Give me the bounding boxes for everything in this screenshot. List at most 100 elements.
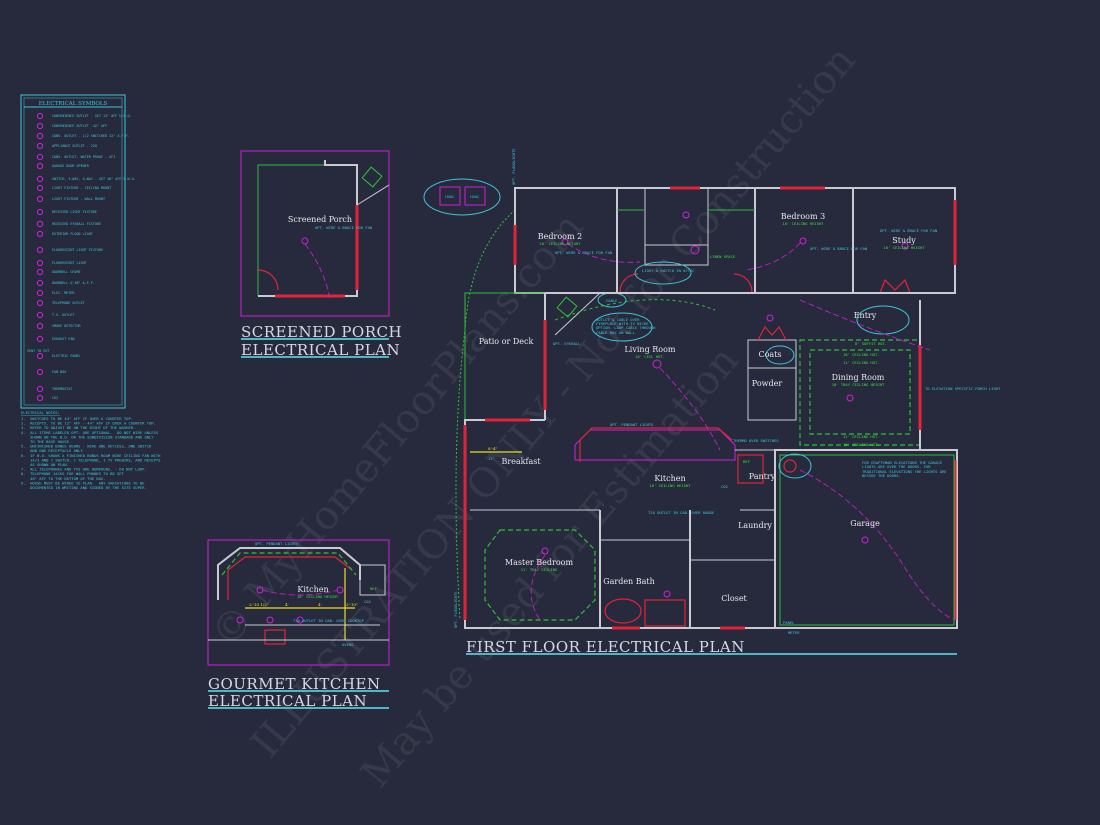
hvac-label-2: HVAC xyxy=(470,194,479,199)
kitchen-detail-co2: CO2 xyxy=(364,599,371,604)
legend-symbol-icon xyxy=(36,385,44,393)
note-line: DOCUMENTED IN WRITING AND SIGNED BY THE … xyxy=(21,485,147,490)
garage-note: FOR CRAFTSMAN ELEVATIONS THE GARAGE LIGH… xyxy=(862,461,947,479)
note-line: 3. REFER TO ADJUST BE ON THE RIGHT OF TH… xyxy=(21,425,135,430)
room-label-screened-porch: Screened Porch xyxy=(288,215,352,224)
legend-item: LIGHT FIXTURE - WALL MOUNT xyxy=(52,197,105,201)
breakfast-dim-2: 12" xyxy=(488,456,495,461)
room-label: Closet xyxy=(721,594,747,603)
legend-symbol-icon xyxy=(36,184,44,192)
legend-symbol-icon xyxy=(36,195,44,203)
note-line: TO THE BASE HOUSE. xyxy=(21,439,71,444)
legend-item: FLUORESCENT LIGHT xyxy=(52,261,87,265)
kitchen-detail-pendant: OPT. PENDANT LIGHTS xyxy=(255,541,299,546)
room-ceiling-note: 11' TRAY CEILING xyxy=(521,567,558,572)
eyeball-note: OPT. EYEBALL xyxy=(553,341,581,346)
room-label: Laundry xyxy=(738,521,772,530)
legend-symbol-icon xyxy=(36,208,44,216)
svg-text:ILLUSTRATION ONLY - Not for Co: ILLUSTRATION ONLY - Not for Construction xyxy=(242,37,864,766)
soffit-note-3: 11' CEILING HGT. xyxy=(843,360,880,365)
room-ceiling-note: 10' CEILING HEIGHT xyxy=(649,483,691,488)
fan-note-bedroom3: OPT. WIRE & BRACE FOR FAN xyxy=(810,246,868,251)
kitchen-title-line1: GOURMET KITCHEN xyxy=(208,675,381,693)
room-label: Coats xyxy=(758,350,781,359)
legend-item: ELEC. METER xyxy=(52,291,75,295)
legend-item: ELECTRIC PANEL xyxy=(52,354,81,358)
legend-symbol-icon xyxy=(36,220,44,228)
fireplace-note: OUTLET & CABLE OVER FIREPLACE WITH TV NI… xyxy=(596,318,656,335)
legend-item: RECESSED EYEBALL FIXTURE xyxy=(52,222,101,226)
room-ceiling-note: 10' CEILING HEIGHT xyxy=(539,241,581,246)
note-line: 6. IF W.O. SHOWS A FINISHED BONUS ROOM W… xyxy=(21,453,161,458)
legend-item: CONVENIENCE OUTLET -42" AFF xyxy=(52,124,107,128)
soffit-note-4: 11' CEILING HGT. xyxy=(843,434,880,439)
range-note: T10 OUTLET IN CAB. OVER RANGE xyxy=(648,510,715,515)
legend-symbol-icon xyxy=(36,230,44,238)
kitchen-detail-outlet: T10 OUTLET IN CAB. OVER COOKTOP xyxy=(293,618,365,623)
breakfast-dim: 8'-4" xyxy=(488,446,498,451)
note-line: 7. ALL TELEPHONES AND TVS ARE HOMERUNS. … xyxy=(21,467,147,472)
legend-item: CONVENIENCE OUTLET - SET 12" AFF U.N.O. xyxy=(52,114,132,118)
first-floor-title: FIRST FLOOR ELECTRICAL PLAN xyxy=(466,638,745,656)
legend-symbol-icon xyxy=(36,279,44,287)
dim-2: 4' xyxy=(285,602,289,607)
room-label: Powder xyxy=(752,379,783,388)
room-label: Kitchen xyxy=(654,474,685,483)
floodlights-note: OPT. FLOODLIGHTS xyxy=(511,148,516,185)
legend-item: GARAGE DOOR OPENER xyxy=(52,164,90,168)
note-line: 9. HOUSE MUST BE WIRED TO PLAN. ANY VARI… xyxy=(21,480,145,485)
thermo-note: THERMO OVER SWITCHES xyxy=(733,438,779,443)
room-label: Garden Bath xyxy=(603,577,655,586)
legend-item: APPLIANCE OUTLET - 220 xyxy=(52,144,97,148)
legend-symbol-icon xyxy=(36,394,44,402)
legend-item: CONV. OUTLET- WATER PROOF - GFI xyxy=(52,155,115,159)
kitchen-detail-ceiling: 10' CEILING HEIGHT xyxy=(297,594,339,599)
notes-title: ELECTRICAL NOTES: xyxy=(21,410,60,415)
porch-title-line1: SCREENED PORCH xyxy=(241,323,402,341)
note-line: 5. UNFINISHED BONUS ROOMS - WIRE ONE KEY… xyxy=(21,444,152,449)
soffit-note-5: 10' CEILING HGT. xyxy=(843,442,880,447)
legend-title: ELECTRICAL SYMBOLS xyxy=(39,101,108,107)
hvac-label-1: HVAC xyxy=(445,194,454,199)
room-label: Pantry xyxy=(749,472,776,481)
room-label: Patio or Deck xyxy=(479,337,534,346)
legend-symbol-icon xyxy=(36,122,44,130)
fan-note-study: OPT. WIRE & BRACE FOR FAN xyxy=(880,228,938,233)
legend-item: CONV. OUTLET - 1/2 SWITCHED 12" A.F.F. xyxy=(52,134,130,138)
legend-symbol-icon xyxy=(36,368,44,376)
note-line: 4. ALL ITEMS LABELED OPT. ARE OPTIONAL. … xyxy=(21,430,159,435)
linen-note: LINEN SPACE xyxy=(710,254,736,259)
kitchen-detail-ovens: OVENS xyxy=(342,642,354,647)
legend-symbol-icon xyxy=(36,352,44,360)
legend-item: SMOKE DETECTOR xyxy=(52,324,82,328)
legend-symbol-icon xyxy=(36,268,44,276)
room-label: Living Room xyxy=(624,345,675,354)
porch-title-line2: ELECTRICAL PLAN xyxy=(241,341,400,359)
gourmet-kitchen-plan: Kitchen 10' CEILING HEIGHT OPT. PENDANT … xyxy=(207,539,390,710)
legend-item: DOORBELL @ 48" A.F.F. xyxy=(52,281,95,285)
legend-symbol-icon xyxy=(36,289,44,297)
pendant-note: OPT. PENDANT LIGHTS xyxy=(610,422,654,427)
room-label: Bedroom 2 xyxy=(538,232,582,241)
first-floor-plan: HVAC HVAC OPT. FLOODLIGHTS OPT. FLOODLIG… xyxy=(423,148,1001,656)
dim-1: 2'-10 1/2" xyxy=(249,602,269,607)
legend-item: DOORBELL CHIME xyxy=(52,270,81,274)
legend-symbol-icon xyxy=(36,335,44,343)
room-ceiling-note: 10' TRAY CEILING HEIGHT xyxy=(832,382,885,387)
note-line: AND ONE RECEPTACLE ONLY. xyxy=(21,448,85,453)
legend-item: SWITCH, 3-WAY, 4-WAY - SET 48" AFF U.N.O… xyxy=(52,177,136,181)
kitchen-detail-ref: REF xyxy=(370,586,378,591)
legend-symbol-icon xyxy=(36,153,44,161)
legend-item: EXHAUST FAN xyxy=(52,337,74,341)
legend-item: CO2 xyxy=(52,396,58,400)
porch-fan-note: OPT. WIRE & BRACE FOR FAN xyxy=(315,225,373,230)
electrical-notes: ELECTRICAL NOTES: 1. SWITCHES TO BE 44" … xyxy=(21,410,161,490)
legend-symbol-icon xyxy=(36,246,44,254)
electrical-symbols-legend: ELECTRICAL SYMBOLS CONVENIENCE OUTLET - … xyxy=(20,94,136,409)
soffit-note-1: 8' SOFFIT HGT. xyxy=(855,341,887,346)
note-line: AS SHOWN ON PLAN. xyxy=(21,462,69,467)
dim-4: 2'-10" xyxy=(346,602,358,607)
co2-label: CO2 xyxy=(721,484,728,489)
note-line: 14/3 AND 1 SWITCH, 1 TELEPHONE, 1 TV PRE… xyxy=(21,457,161,462)
legend-item: FLUORESCENT LIGHT FIXTURE xyxy=(52,248,103,252)
